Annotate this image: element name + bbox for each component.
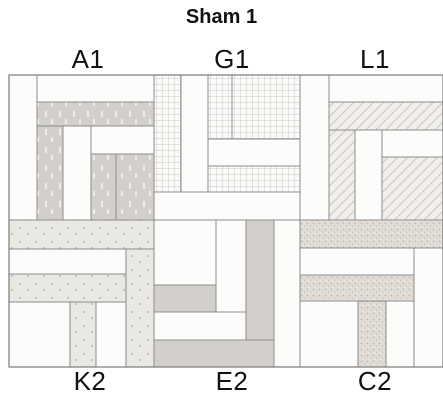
block-g1: [153, 74, 301, 221]
block-e2: [153, 219, 301, 368]
block-l1: [299, 74, 443, 221]
sham-title: Sham 1: [185, 6, 258, 28]
block-label-c2: C2: [357, 366, 393, 396]
block-label-k2: K2: [73, 366, 107, 396]
block-label-l1: L1: [360, 44, 390, 74]
block-label-e2: E2: [215, 366, 249, 396]
block-label-a1: A1: [71, 44, 105, 74]
block-a1: [8, 74, 155, 221]
block-k2: [8, 219, 155, 368]
block-label-g1: G1: [214, 44, 250, 74]
block-c2: [299, 219, 443, 368]
